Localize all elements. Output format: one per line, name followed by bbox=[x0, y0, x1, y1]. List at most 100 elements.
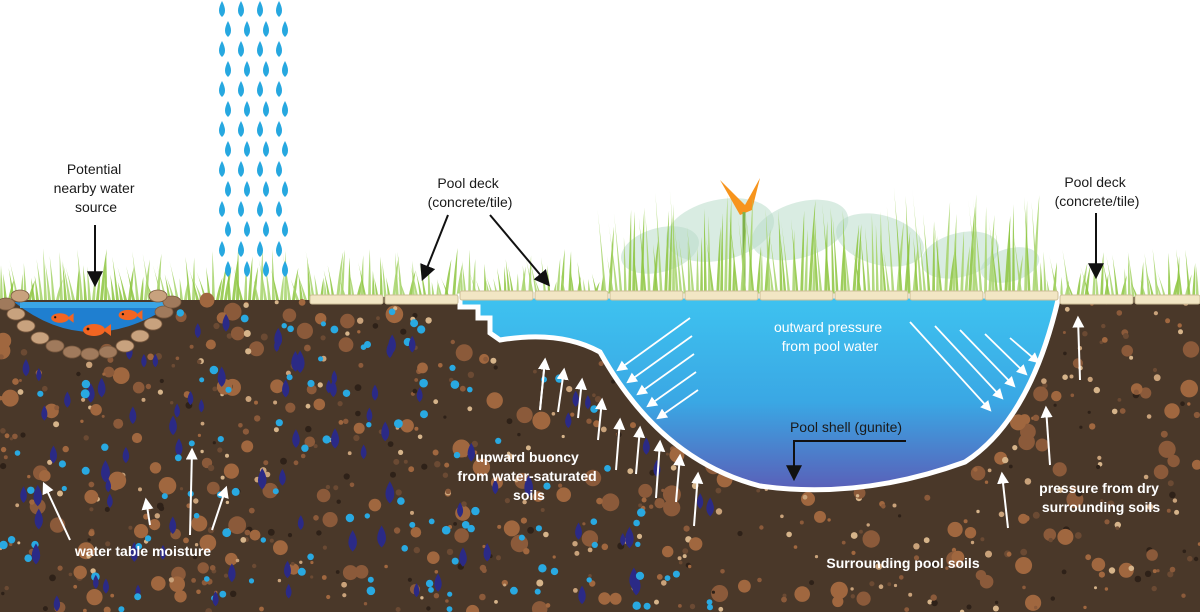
rain-drop bbox=[282, 221, 288, 237]
soil-speck bbox=[711, 585, 729, 602]
soil-speck bbox=[3, 455, 8, 460]
soil-speck bbox=[923, 537, 930, 544]
soil-speck bbox=[263, 460, 269, 466]
grass-blade bbox=[196, 271, 207, 300]
soil-speck bbox=[1182, 341, 1200, 358]
soil-speck bbox=[432, 449, 439, 456]
grass-blade bbox=[905, 195, 911, 300]
soil-speck bbox=[670, 465, 677, 471]
grass-blade bbox=[628, 209, 632, 300]
grass-blade bbox=[1076, 272, 1081, 300]
water-table-drop bbox=[408, 335, 416, 353]
soil-speck bbox=[598, 592, 611, 605]
soil-speck bbox=[345, 331, 350, 336]
soil-speck bbox=[1085, 554, 1092, 561]
moisture-dot bbox=[199, 377, 205, 383]
grass-blade bbox=[456, 262, 463, 300]
water-table-drop bbox=[385, 481, 395, 504]
soil-speck bbox=[466, 604, 480, 612]
soil-speck bbox=[342, 593, 347, 598]
water-table-drop bbox=[292, 429, 300, 448]
soil-speck bbox=[235, 558, 240, 563]
grass-blade bbox=[307, 256, 311, 300]
soil-speck bbox=[88, 481, 95, 488]
moisture-dot bbox=[534, 588, 541, 595]
soil-speck bbox=[90, 568, 96, 574]
soil-speck bbox=[827, 518, 831, 522]
water-table-drop bbox=[22, 359, 30, 377]
moisture-dot bbox=[204, 576, 210, 582]
grass-blade bbox=[856, 223, 862, 300]
soil-speck bbox=[305, 425, 312, 433]
water-table-drop bbox=[578, 585, 586, 605]
rain-drop bbox=[244, 141, 250, 157]
soil-speck bbox=[1023, 515, 1030, 522]
soil-speck bbox=[245, 348, 252, 355]
soil-speck bbox=[711, 590, 716, 594]
soil-speck bbox=[678, 560, 683, 565]
soil-speck bbox=[1153, 464, 1169, 480]
moisture-dot bbox=[272, 488, 279, 495]
moisture-dot bbox=[449, 364, 456, 371]
grass-blade bbox=[179, 278, 183, 300]
soil-speck bbox=[209, 565, 216, 571]
grass-blade bbox=[830, 207, 835, 300]
soil-speck bbox=[353, 422, 365, 434]
grass-blade bbox=[452, 248, 458, 300]
rain-drop bbox=[238, 241, 244, 257]
soil-speck bbox=[561, 434, 565, 439]
grass-blade bbox=[156, 253, 162, 300]
pool-deck-right-label: Pool deck (concrete/tile) bbox=[1055, 174, 1140, 209]
soil-speck bbox=[426, 606, 431, 611]
soil-speck bbox=[336, 499, 341, 504]
moisture-dot bbox=[633, 519, 640, 527]
grass-blade bbox=[117, 281, 123, 300]
water-table-drop bbox=[107, 493, 113, 508]
rain-drop bbox=[225, 21, 231, 37]
soil-specks bbox=[0, 292, 1200, 612]
soil-speck bbox=[395, 489, 402, 496]
rain-drop bbox=[282, 61, 288, 77]
grass-blade bbox=[258, 258, 267, 300]
moisture-dot bbox=[543, 482, 551, 490]
soil-speck bbox=[975, 570, 987, 581]
pool-pressure-arrow bbox=[656, 389, 699, 420]
soil-speck bbox=[86, 361, 93, 368]
soil-speck bbox=[228, 516, 247, 535]
grass-blade bbox=[871, 214, 875, 300]
soil-speck bbox=[145, 383, 152, 390]
soil-speck bbox=[407, 577, 412, 582]
moisture-dot bbox=[366, 586, 376, 596]
moisture-dot bbox=[37, 390, 44, 397]
water-table-drop bbox=[492, 479, 499, 495]
deck-tile bbox=[309, 294, 384, 305]
soil-speck bbox=[225, 500, 230, 505]
soil-speck bbox=[987, 468, 992, 473]
grass-blade bbox=[126, 266, 135, 300]
soil-speck bbox=[200, 449, 204, 454]
water-table-drop bbox=[291, 350, 300, 372]
soil-speck bbox=[206, 481, 220, 495]
soil-pressure-arrow bbox=[653, 439, 666, 499]
grass-blade bbox=[83, 265, 87, 300]
pool-pressure-arrow bbox=[1009, 337, 1040, 364]
soil-speck bbox=[128, 525, 133, 530]
soil-speck bbox=[1164, 403, 1180, 419]
soil-speck bbox=[434, 570, 439, 574]
moisture-dot bbox=[604, 465, 611, 472]
grass-blade bbox=[340, 249, 345, 300]
water-table-drop bbox=[706, 497, 714, 517]
pond-rock bbox=[10, 289, 30, 303]
soil-speck bbox=[355, 410, 361, 417]
soil-speck bbox=[434, 461, 441, 468]
grass-blade bbox=[724, 195, 728, 300]
grass-blade bbox=[1008, 218, 1011, 300]
moisture-dot bbox=[467, 386, 473, 393]
soil-speck bbox=[18, 379, 22, 382]
soil-speck bbox=[483, 356, 488, 362]
soil-speck bbox=[1180, 379, 1198, 398]
soil-pressure-arrow bbox=[613, 417, 626, 471]
grass-blade bbox=[932, 221, 936, 300]
soil-speck bbox=[572, 541, 578, 547]
grass-blade bbox=[270, 268, 279, 300]
